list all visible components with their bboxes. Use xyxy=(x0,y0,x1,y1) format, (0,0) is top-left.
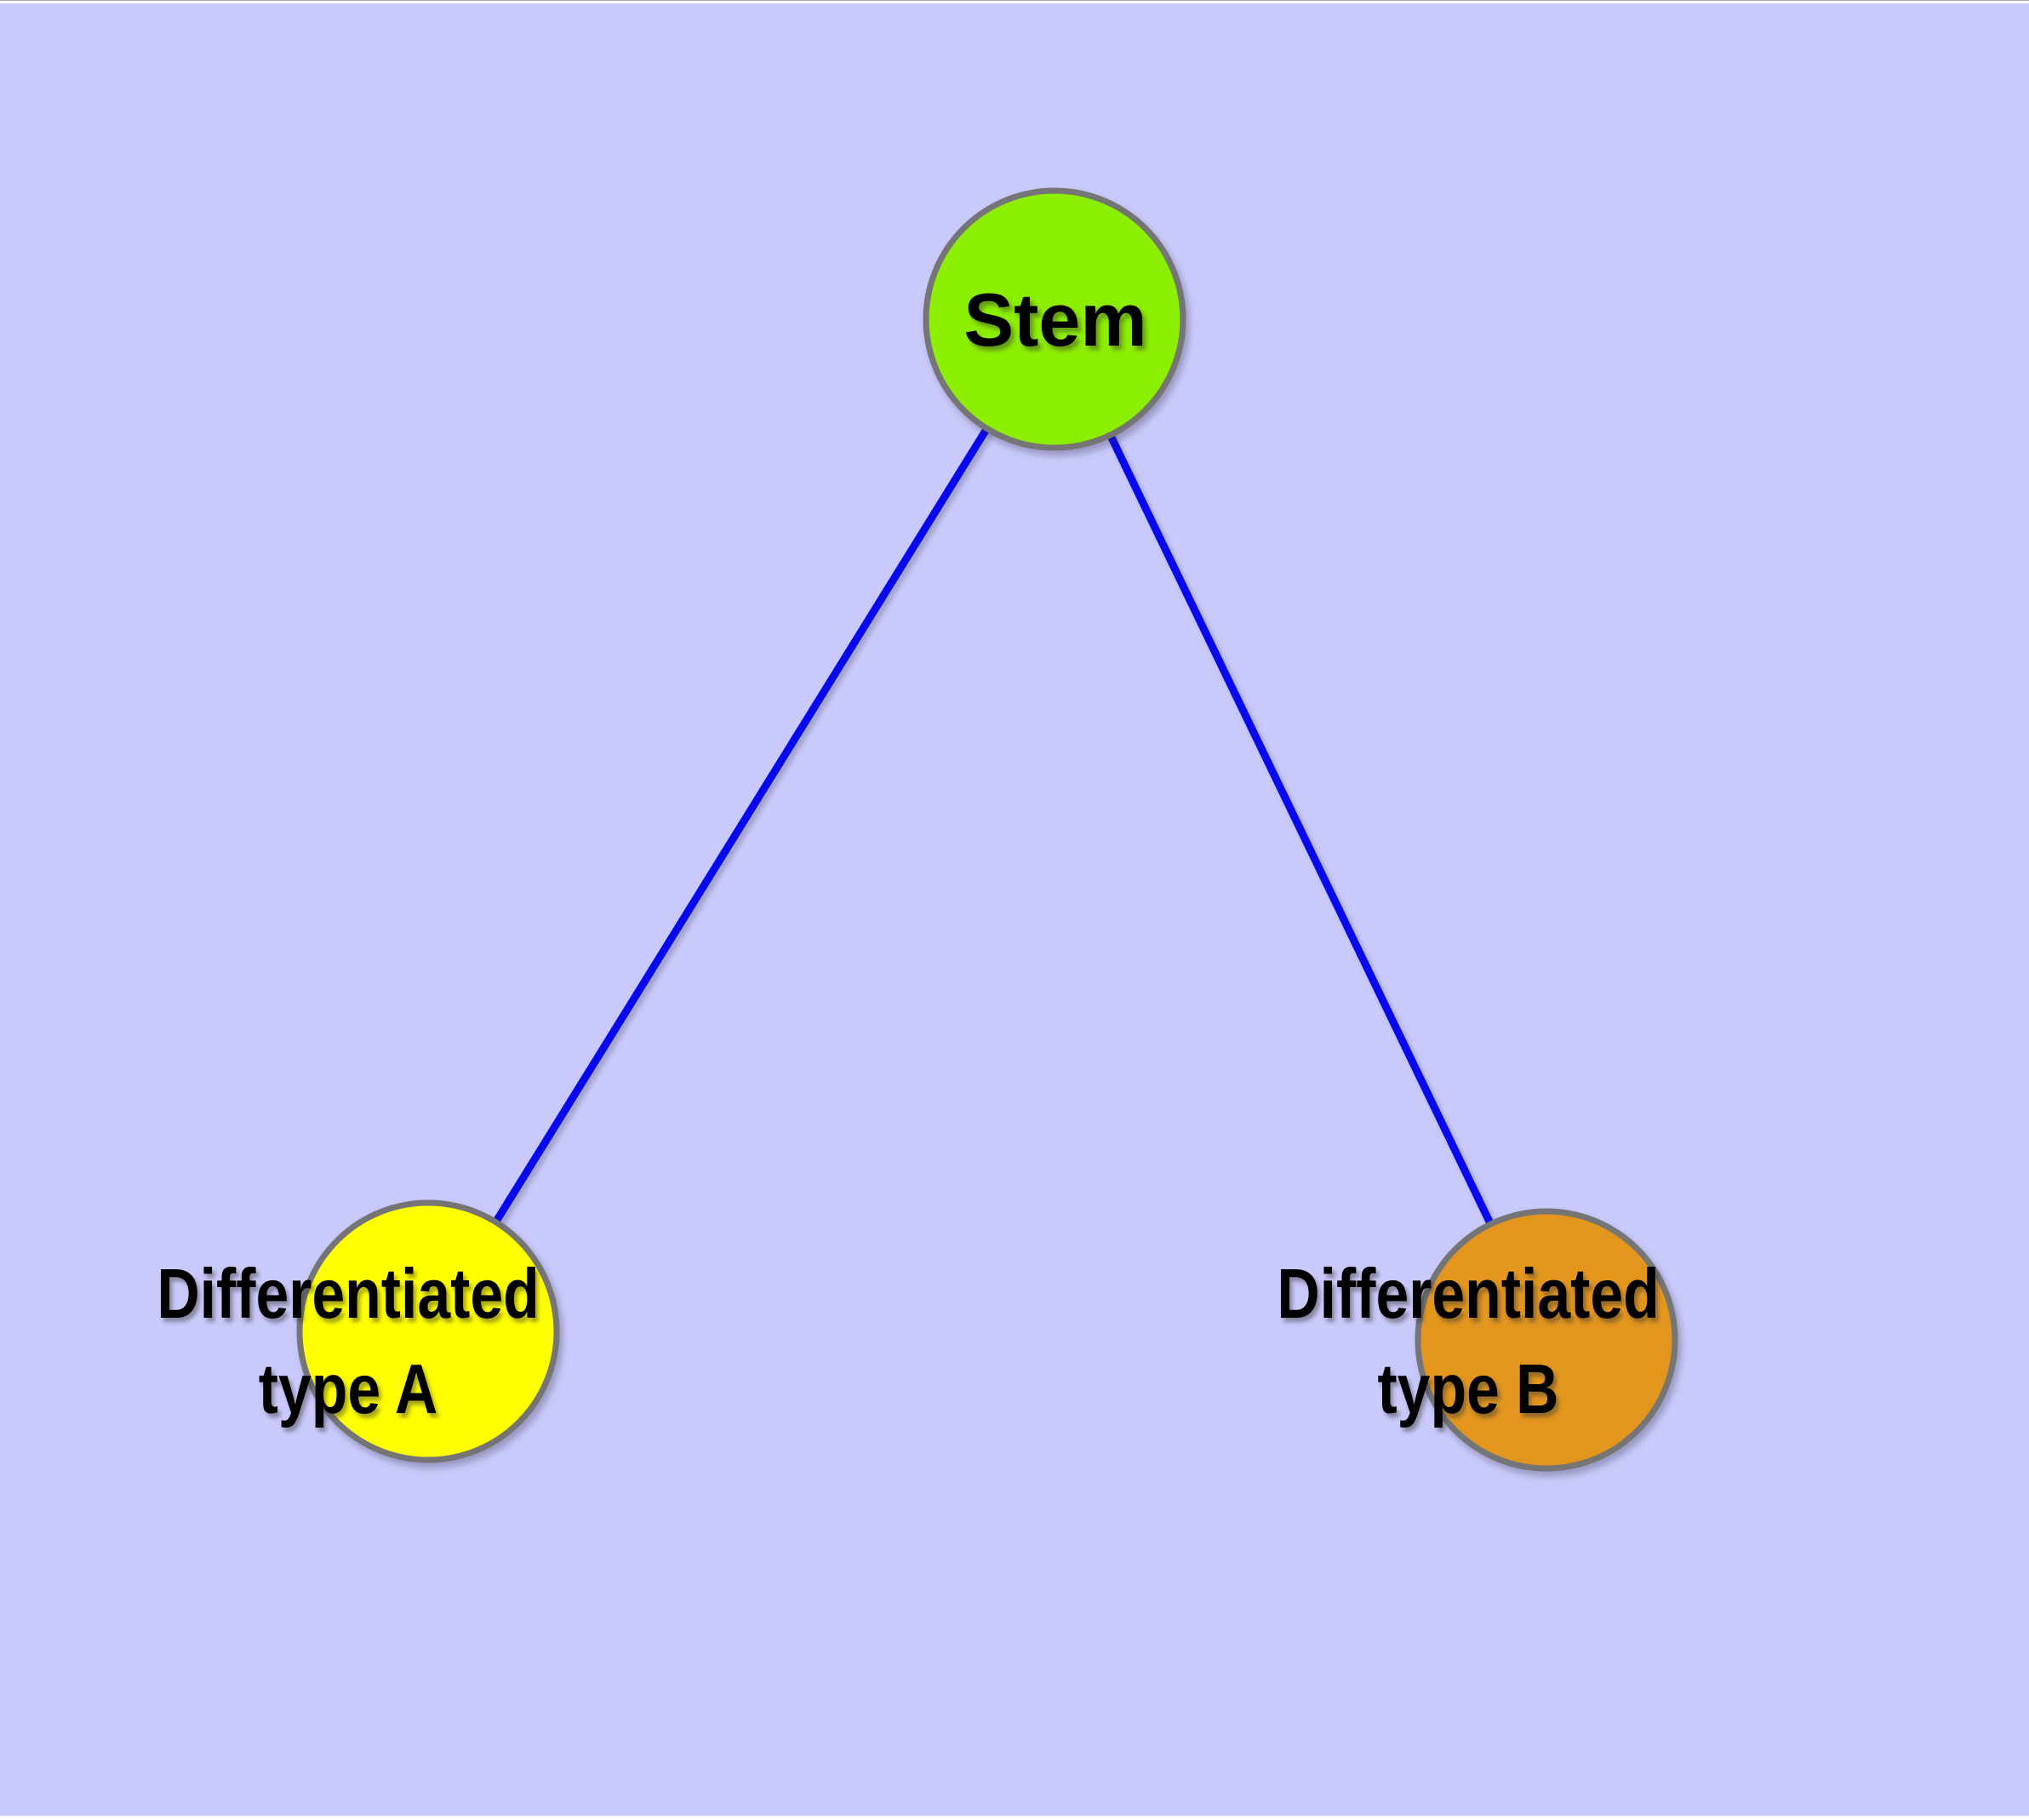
node-label-stem: Stem xyxy=(963,278,1146,363)
node-label-differentiated-type-b: Differentiated type B xyxy=(1241,1246,1696,1437)
node-label-differentiated-type-a: Differentiated type A xyxy=(121,1246,576,1437)
node-label-line: type B xyxy=(1377,1349,1559,1428)
node-label-line: Differentiated xyxy=(1277,1254,1660,1333)
node-label-line: Stem xyxy=(963,278,1147,362)
node-stem[interactable] xyxy=(923,187,1186,451)
node-label-line: Differentiated xyxy=(157,1254,540,1333)
node-differentiated-type-b[interactable] xyxy=(1415,1208,1678,1472)
nodes-layer xyxy=(296,187,1678,1472)
window-top-border xyxy=(0,0,2029,3)
node-label-line: type A xyxy=(258,1349,438,1428)
window-bottom-border xyxy=(0,1816,2029,1820)
edges-layer xyxy=(425,317,1551,1342)
node-differentiated-type-a[interactable] xyxy=(296,1199,560,1463)
edge-stem-to-differentiated-type-a xyxy=(425,317,1058,1334)
edge-stem-to-differentiated-type-b xyxy=(1050,318,1551,1342)
